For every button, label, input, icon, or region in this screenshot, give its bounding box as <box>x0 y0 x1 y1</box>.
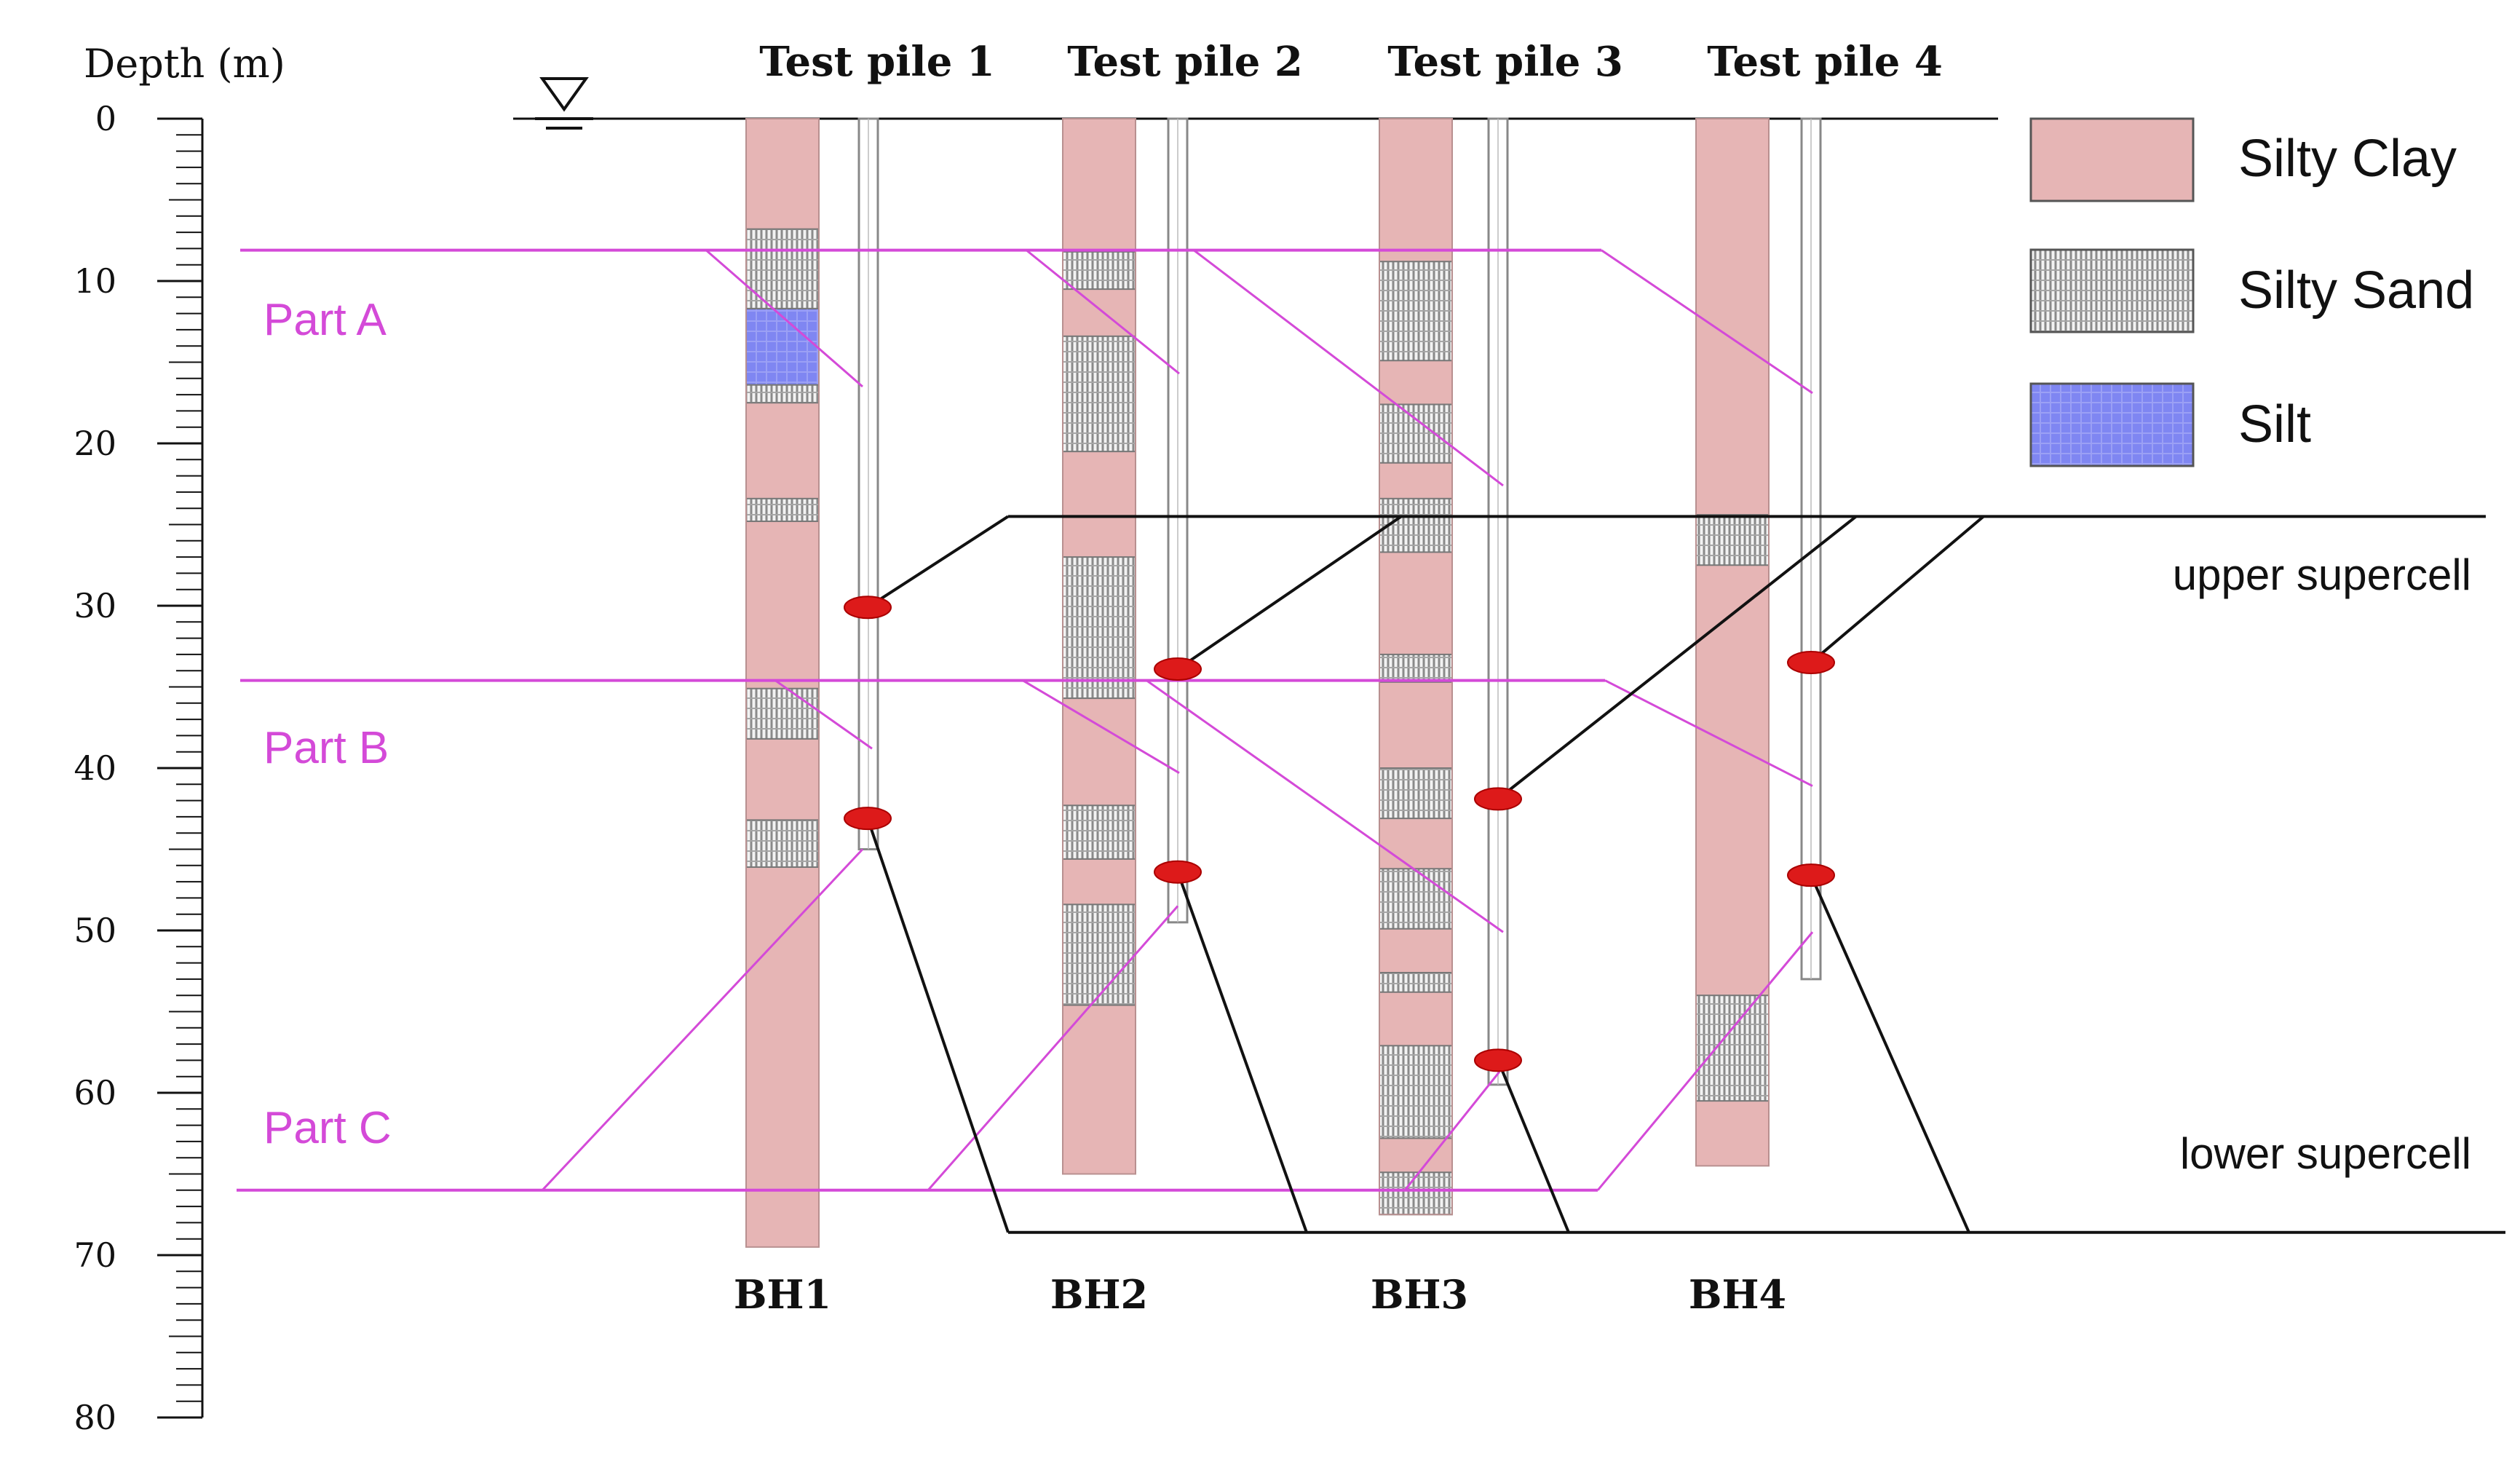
depth-tick-label: 80 <box>74 1398 116 1437</box>
depth-tick-label: 40 <box>74 748 116 788</box>
soil-layer-sand <box>1379 1171 1453 1216</box>
part-label-b: Part B <box>264 723 389 773</box>
soil-layer-sand <box>1062 804 1136 860</box>
depth-tick-label: 30 <box>74 586 116 625</box>
soil-layer-sand <box>1379 403 1453 464</box>
soil-layer-sand <box>1379 767 1453 820</box>
depth-tick-label: 20 <box>74 424 116 463</box>
gauges-group <box>844 596 1835 1072</box>
part-connector-line <box>1193 249 1504 487</box>
soil-layer-sand <box>1379 653 1453 683</box>
part-connector-line <box>1403 1071 1501 1191</box>
legend-swatch-silty-clay <box>2029 117 2195 202</box>
strain-gauge-marker <box>1154 657 1202 681</box>
strain-gauge-marker <box>844 807 892 831</box>
upper-supercell-connector <box>1176 515 1403 671</box>
lower-supercell-connector <box>866 818 1010 1233</box>
pile-label-1: Test pile 1 <box>759 38 995 86</box>
soil-layer-sand <box>1379 1045 1453 1139</box>
borehole-outline-1 <box>745 118 820 1248</box>
strain-gauge-marker <box>1474 1048 1522 1072</box>
legend-label-silt: Silt <box>2238 395 2311 454</box>
borehole-outline-2 <box>1062 118 1136 1175</box>
part-connector-line <box>1146 679 1504 933</box>
part-connector-line <box>541 848 864 1191</box>
soil-layer-silt <box>745 307 820 386</box>
strain-gauge-marker <box>1474 787 1522 811</box>
borehole-column-4 <box>1696 119 1769 1166</box>
borehole-label-2: BH2 <box>1050 1271 1148 1318</box>
upper-supercell-connector <box>866 515 1010 609</box>
strain-gauge-marker <box>844 596 892 620</box>
lower-supercell-label: lower supercell <box>2180 1129 2471 1178</box>
piles-group <box>857 117 1822 1086</box>
legend-swatch-silt <box>2029 382 2195 467</box>
soil-layer-sand <box>1062 556 1136 700</box>
strain-gauge-marker <box>1787 651 1835 675</box>
strain-gauge-marker <box>1154 860 1202 884</box>
pile-label-2: Test pile 2 <box>1067 38 1303 86</box>
soil-layer-sand <box>1695 514 1770 566</box>
part-connector-line <box>1601 249 1813 395</box>
part-connector-line <box>705 249 863 388</box>
part-lines-group <box>237 248 1814 1192</box>
soil-layer-sand <box>1062 250 1136 290</box>
depth-tick-label: 0 <box>95 99 116 138</box>
depth-axis-label: Depth (m) <box>84 41 285 87</box>
depth-tick-label: 10 <box>74 261 116 301</box>
part-label-a: Part A <box>264 295 387 345</box>
lower-supercell-connector <box>1176 871 1308 1233</box>
part-connector-line <box>927 905 1179 1191</box>
part-connector-line <box>1026 249 1180 375</box>
pile-label-4: Test pile 4 <box>1707 38 1943 86</box>
soil-layer-sand <box>1695 995 1770 1102</box>
soil-layer-sand <box>1062 903 1136 1006</box>
depth-tick-label: 70 <box>74 1235 116 1275</box>
legend-label-silty-clay: Silty Clay <box>2238 130 2457 188</box>
lower-supercell-connector <box>1497 1059 1570 1233</box>
part-connector-line <box>1604 679 1813 787</box>
pile-label-3: Test pile 3 <box>1387 38 1623 86</box>
supercell-lines-group <box>866 515 2505 1234</box>
depth-tick-label: 60 <box>74 1073 116 1112</box>
upper-supercell-label: upper supercell <box>2173 550 2471 599</box>
borehole-label-4: BH4 <box>1689 1271 1786 1318</box>
soil-layer-sand <box>1379 971 1453 993</box>
borehole-outline-3 <box>1379 118 1453 1216</box>
part-label-c: Part C <box>264 1103 392 1153</box>
soil-layer-sand <box>745 819 820 869</box>
soil-layer-sand <box>745 228 820 309</box>
borehole-label-3: BH3 <box>1371 1271 1468 1318</box>
soil-layer-sand <box>1062 335 1136 453</box>
lower-supercell-connector <box>1810 874 1970 1233</box>
soil-layer-sand <box>745 384 820 404</box>
soil-layer-sand <box>745 497 820 523</box>
upper-supercell-connector <box>1810 515 1985 664</box>
soil-layer-sand <box>745 687 820 740</box>
legend-swatch-silty-sand <box>2029 248 2195 333</box>
soil-layer-sand <box>1379 261 1453 362</box>
soil-layer-sand <box>1379 497 1453 553</box>
depth-tick-label: 50 <box>74 911 116 950</box>
water-table-triangle-icon <box>535 77 593 130</box>
legend: Silty Clay Silty Sand Silt <box>2029 117 2474 467</box>
borehole-label-1: BH1 <box>734 1271 831 1318</box>
upper-supercell-connector <box>1497 515 1858 800</box>
part-connector-line <box>1022 679 1180 774</box>
boreholes-group <box>745 118 1770 1248</box>
part-connector-line <box>774 679 873 750</box>
depth-axis: 0 10 20 30 40 50 60 70 80 <box>74 99 204 1437</box>
soil-layer-sand <box>1379 868 1453 930</box>
legend-label-silty-sand: Silty Sand <box>2238 261 2474 320</box>
strain-gauge-marker <box>1787 863 1835 887</box>
part-connector-line <box>1596 931 1814 1191</box>
